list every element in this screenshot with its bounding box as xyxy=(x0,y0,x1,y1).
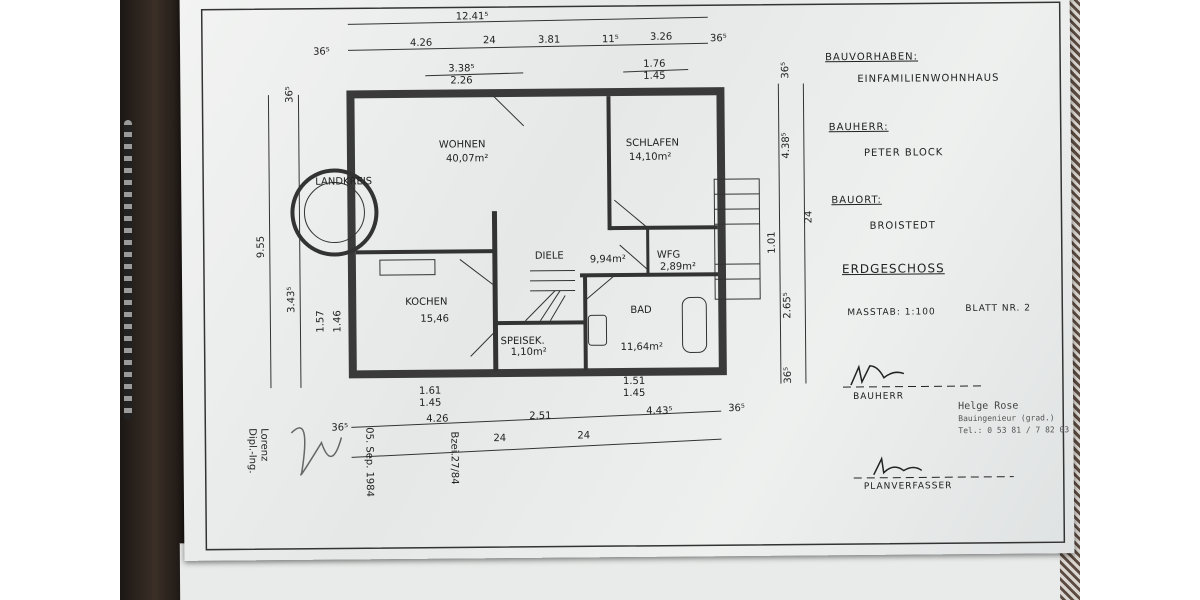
dim: 4.38⁵ xyxy=(781,132,792,158)
client-sign-label: BAUHERR xyxy=(853,391,905,403)
room-bad-label: BAD xyxy=(630,305,652,316)
wall xyxy=(606,96,612,231)
approval-ref: Bzei.27/84 xyxy=(448,431,459,484)
doors xyxy=(459,95,649,357)
dim: 2.65⁵ xyxy=(782,292,793,318)
dim: 36⁵ xyxy=(331,422,348,433)
seal-inner xyxy=(303,182,365,244)
approval-date: 05. Sep. 1984 xyxy=(363,427,375,497)
location-label: BAUORT: xyxy=(831,194,882,207)
client-label: BAUHERR: xyxy=(828,121,889,134)
dim: 24 xyxy=(803,211,814,224)
room-kochen-area: 15,46 xyxy=(420,314,449,325)
dim: 1.76 xyxy=(643,59,665,70)
dim: 3.26 xyxy=(650,32,672,43)
architect-phone: Tel.: 0 53 81 / 7 82 03 xyxy=(958,425,1070,436)
room-bad-area: 11,64m² xyxy=(621,342,663,353)
dim: 36⁵ xyxy=(783,367,794,384)
client-value: PETER BLOCK xyxy=(863,147,944,159)
chair-back xyxy=(120,0,190,600)
dim: 36⁵ xyxy=(728,403,745,414)
engineer-signature xyxy=(290,427,343,476)
wall xyxy=(491,211,499,372)
dim: 36⁵ xyxy=(710,33,727,44)
staircase xyxy=(525,178,761,322)
wall xyxy=(355,249,495,255)
wall xyxy=(609,225,718,231)
photo: 12.41⁵ 36⁵ 4.26 24 3.81 11⁵ 3.26 36⁵ 3.3… xyxy=(120,0,1080,600)
dim: 24 xyxy=(483,35,496,46)
dim: 36⁵ xyxy=(284,86,295,103)
dim: 1.57 xyxy=(315,310,326,332)
dim: 1.61 xyxy=(419,386,441,397)
dim: 1.46 xyxy=(332,310,343,332)
dim-top-total: 12.41⁵ xyxy=(456,11,489,22)
outer-walls xyxy=(346,87,727,379)
dim: 2.26 xyxy=(450,75,472,86)
engineer-title: Dipl.-Ing. xyxy=(246,428,257,473)
dim: 1.45 xyxy=(643,71,665,82)
room-wfg-area: 2,89m² xyxy=(660,261,696,272)
dim: 11⁵ xyxy=(602,34,619,45)
dim: 4.43⁵ xyxy=(646,406,672,417)
dim: 36⁵ xyxy=(313,47,330,58)
room-wohnen-label: WOHNEN xyxy=(439,139,486,150)
room-speisek-label: SPEISEK. xyxy=(501,336,545,347)
sink xyxy=(587,314,608,346)
dim: 1.45 xyxy=(419,398,441,409)
dim: 4.26 xyxy=(426,414,448,425)
room-speisek-area: 1,10m² xyxy=(511,347,547,358)
dim: 2.51 xyxy=(529,411,551,422)
room-kochen-label: KOCHEN xyxy=(405,297,447,308)
bathtub xyxy=(681,296,708,353)
sheet-number: BLATT NR. 2 xyxy=(965,303,1032,315)
architect-title: Bauingenieur (grad.) xyxy=(958,413,1055,424)
scale-label: MASSTAB: 1:100 xyxy=(847,307,936,319)
location-value: BROISTEDT xyxy=(869,220,936,232)
room-diele-label: DIELE xyxy=(535,251,564,262)
studs xyxy=(124,120,132,420)
dim: 36⁵ xyxy=(780,62,791,79)
dim: 1.51 xyxy=(623,376,645,387)
wall xyxy=(495,320,586,326)
floor-label: ERDGESCHOSS xyxy=(841,261,945,277)
dim: 3.81 xyxy=(538,35,560,46)
dim-left-total: 9.55 xyxy=(256,236,267,258)
architect-stamp: Helge Rose Bauingenieur (grad.) Tel.: 0 … xyxy=(958,400,1069,437)
room-wohnen-area: 40,07m² xyxy=(446,153,488,164)
designer-sign-label: PLANVERFASSER xyxy=(863,481,953,492)
dim: 3.38⁵ xyxy=(448,63,474,74)
sheet-border xyxy=(200,1,1066,551)
dim: 1.01 xyxy=(767,231,778,253)
seal xyxy=(290,168,379,257)
dim: 24 xyxy=(577,430,590,441)
room-wfg-label: WFG xyxy=(657,250,680,261)
room-schlafen-label: SCHLAFEN xyxy=(626,138,679,149)
room-diele-area: 9,94m² xyxy=(590,254,626,265)
seal-text: LANDKREIS xyxy=(315,176,372,187)
kitchen-counter xyxy=(379,259,436,276)
project-value: EINFAMILIENWOHNHAUS xyxy=(857,72,1000,85)
dim: 24 xyxy=(493,433,506,444)
dimension-lines xyxy=(267,16,807,458)
floor-plan-drawing: 12.41⁵ 36⁵ 4.26 24 3.81 11⁵ 3.26 36⁵ 3.3… xyxy=(200,1,1066,551)
project-label: BAUVORHABEN: xyxy=(825,51,919,64)
dim: 1.45 xyxy=(623,388,645,399)
floor-plan-sheet: 12.41⁵ 36⁵ 4.26 24 3.81 11⁵ 3.26 36⁵ 3.3… xyxy=(179,0,1075,561)
architect-name: Helge Rose xyxy=(958,400,1019,413)
dim: 4.26 xyxy=(410,38,432,49)
dim: 3.43⁵ xyxy=(286,287,297,313)
room-schlafen-area: 14,10m² xyxy=(629,152,671,163)
engineer-name: Lorenz xyxy=(258,428,269,461)
